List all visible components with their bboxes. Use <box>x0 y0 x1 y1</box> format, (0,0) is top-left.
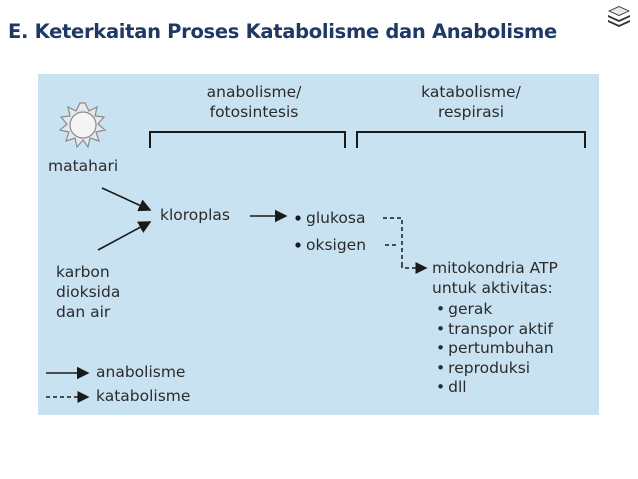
aktivitas-item: pertumbuhan <box>436 339 554 359</box>
oksigen-label: oksigen <box>306 236 367 254</box>
arrow-karbon-kloroplas <box>97 221 152 251</box>
matahari-label: matahari <box>48 157 119 175</box>
legend-solid-label: anabolisme <box>96 363 186 381</box>
aktivitas-item: dll <box>436 378 554 398</box>
aktivitas-item: reproduksi <box>436 359 554 379</box>
dashed-arrow-mitokondria <box>401 262 428 274</box>
stacked-layers-icon <box>608 6 630 27</box>
katabolisme-bracket <box>356 131 586 148</box>
kloroplas-label: kloroplas <box>160 206 230 224</box>
aktivitas-list: gerak transpor aktif pertumbuhan reprodu… <box>436 300 554 398</box>
legend-dashed-label: katabolisme <box>96 387 191 405</box>
anabolisme-label: anabolisme/ fotosintesis <box>206 83 302 121</box>
karbon-label: karbon dioksida dan air <box>56 263 121 321</box>
glukosa-label: glukosa <box>306 209 366 227</box>
sun-icon <box>58 102 107 149</box>
katabolisme-label: katabolisme/ respirasi <box>421 83 521 121</box>
aktivitas-item: transpor aktif <box>436 320 554 340</box>
bullet-oksigen <box>295 242 301 248</box>
anabolisme-bracket <box>149 131 346 148</box>
aktivitas-item: gerak <box>436 300 554 320</box>
slide-title: E. Keterkaitan Proses Katabolisme dan An… <box>8 20 557 43</box>
dashed-glukosa-line <box>383 217 403 264</box>
mitokondria-label: mitokondria ATP untuk aktivitas: <box>432 259 558 297</box>
bullet-glukosa <box>295 215 301 221</box>
arrow-matahari-kloroplas <box>101 187 152 212</box>
